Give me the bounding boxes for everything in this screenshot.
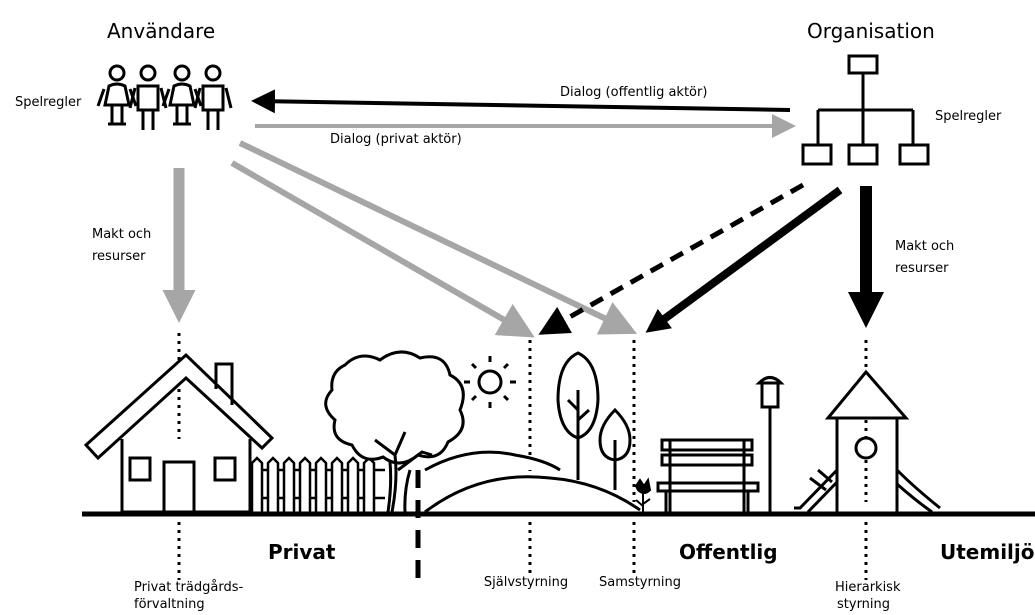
users-title: Användare: [107, 19, 216, 43]
rules-left-label: Spelregler: [15, 95, 82, 110]
mode-dotted-lines: [177, 333, 868, 580]
people-icon: [96, 64, 233, 130]
power-right-label-line1: Makt och: [895, 239, 955, 254]
sun-icon: [464, 356, 516, 408]
zone-public-label: Offentlig: [679, 540, 778, 564]
tree-icon: [324, 350, 465, 513]
dialog-private-label: Dialog (privat aktör): [330, 132, 462, 147]
flower-icon: [634, 477, 652, 512]
org-title: Organisation: [807, 19, 935, 43]
users-to-co-arrow: [238, 140, 638, 335]
mode-co-label: Samstyrning: [599, 575, 681, 590]
mode-private-label-line1: Privat trädgårds-: [134, 580, 244, 595]
bench-icon: [656, 438, 760, 512]
playhouse-slide-icon: [794, 369, 941, 514]
fence-icon: [249, 456, 385, 512]
house-icon: [83, 352, 275, 514]
power-left-label-line1: Makt och: [92, 227, 152, 242]
lamp-post-icon: [755, 376, 785, 512]
poplar-tree-icon: [556, 351, 632, 490]
rules-right-label: Spelregler: [935, 109, 1002, 124]
zone-outdoor-label: Utemiljö: [940, 540, 1035, 564]
org-to-co-arrow: [645, 186, 843, 333]
power-right-label-line2: resurser: [895, 261, 949, 276]
mode-hier-label-line1: Hierarkisk: [835, 580, 901, 595]
mode-private-label-line2: förvaltning: [134, 597, 205, 612]
users-to-self-arrow: [230, 160, 535, 338]
dialog-public-label: Dialog (offentlig aktör): [560, 85, 708, 100]
mode-self-label: Självstyrning: [483, 575, 569, 590]
hills-icon: [424, 450, 641, 514]
mode-hier-label-line2: styrning: [837, 597, 891, 612]
org-to-self-arrow: [538, 182, 805, 335]
zone-private-label: Privat: [268, 540, 336, 564]
dialog-public-arrow: [251, 89, 791, 114]
org-chart-icon: [801, 54, 930, 166]
power-left-label-line2: resurser: [92, 249, 146, 264]
